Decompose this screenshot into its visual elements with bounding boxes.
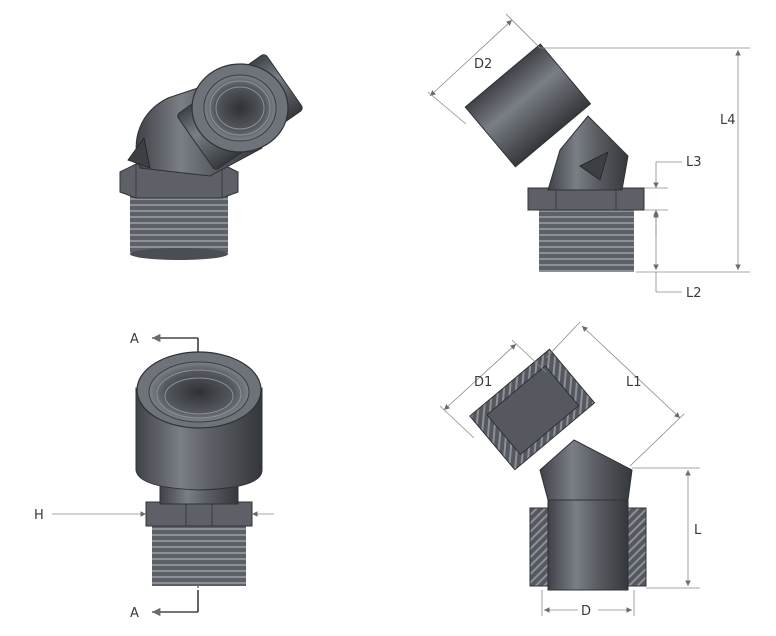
dim-d-label: D: [581, 604, 591, 619]
dim-l3-label: L3: [686, 155, 702, 170]
front-male-thread: [152, 522, 246, 586]
section-view: D1 L1 L D: [439, 321, 702, 619]
side-male-thread: [539, 208, 634, 272]
front-hex: [145, 501, 253, 527]
iso-male-thread: [130, 188, 228, 254]
front-view: A A H: [34, 332, 274, 621]
section-elbow: [539, 439, 633, 501]
dim-l4-label: L4: [720, 113, 736, 128]
iso-socket-bore: [203, 74, 277, 142]
dim-d1-line: [443, 343, 517, 411]
side-hex: [527, 187, 645, 211]
dim-l2-label: L2: [686, 286, 702, 301]
dim-l1-line: [581, 325, 681, 419]
dim-d2-line: [429, 19, 513, 97]
dim-l-label: L: [694, 523, 702, 538]
section-label-top: A: [130, 332, 139, 347]
dim-l1-label: L1: [626, 375, 642, 390]
dim-d1-label: D1: [474, 375, 492, 390]
side-flow-arrow: [579, 151, 609, 181]
dim-d2-label: D2: [474, 57, 492, 72]
front-socket-bore: [148, 361, 250, 423]
side-view-top: D2 L4 L3 L2: [427, 13, 750, 301]
section-label-bottom: A: [130, 606, 139, 621]
isometric-view: [119, 54, 303, 260]
iso-flow-arrow: [127, 137, 151, 169]
dim-h-label: H: [34, 508, 44, 523]
side-elbow-body: [547, 115, 629, 191]
